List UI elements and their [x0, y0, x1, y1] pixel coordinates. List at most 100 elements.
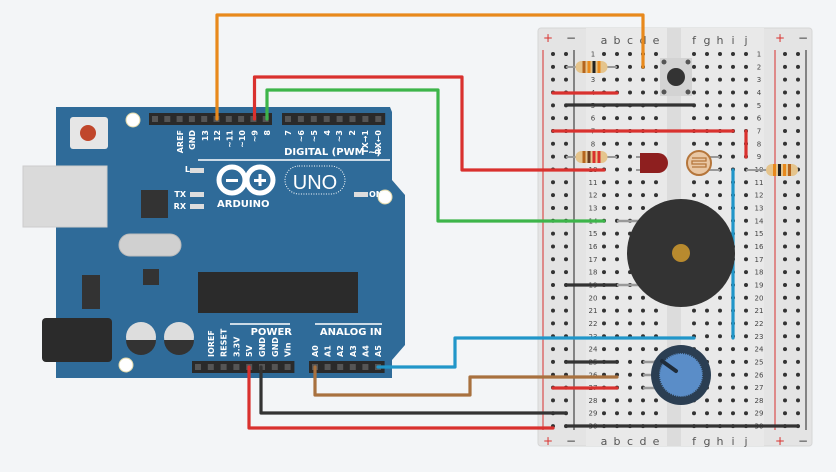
header-pin[interactable]: [362, 364, 369, 370]
hole[interactable]: [564, 141, 568, 146]
hole[interactable]: [744, 90, 748, 95]
hole[interactable]: [731, 385, 735, 390]
hole[interactable]: [783, 270, 787, 275]
hole[interactable]: [796, 270, 800, 275]
hole[interactable]: [783, 231, 787, 236]
hole[interactable]: [783, 334, 787, 339]
hole[interactable]: [641, 90, 645, 95]
hole[interactable]: [628, 372, 632, 377]
hole[interactable]: [705, 180, 709, 185]
hole[interactable]: [718, 308, 722, 313]
hole[interactable]: [628, 116, 632, 121]
hole[interactable]: [705, 103, 709, 108]
hole[interactable]: [628, 295, 632, 300]
hole[interactable]: [783, 282, 787, 287]
wire-pin12[interactable]: [215, 13, 645, 121]
hole[interactable]: [564, 257, 568, 262]
hole[interactable]: [705, 64, 709, 69]
hole[interactable]: [783, 193, 787, 198]
hole[interactable]: [551, 231, 555, 236]
hole[interactable]: [551, 141, 555, 146]
hole[interactable]: [654, 141, 658, 146]
header-pin[interactable]: [310, 116, 317, 122]
header-pin[interactable]: [336, 116, 343, 122]
reset-button-cap[interactable]: [80, 125, 96, 141]
hole[interactable]: [783, 257, 787, 262]
hole[interactable]: [705, 116, 709, 121]
hole[interactable]: [628, 205, 632, 210]
hole[interactable]: [564, 347, 568, 352]
resistor-10k[interactable]: [566, 61, 617, 73]
header-pin[interactable]: [220, 364, 227, 370]
pin-headers[interactable]: [149, 113, 386, 373]
hole[interactable]: [692, 180, 696, 185]
hole[interactable]: [796, 308, 800, 313]
hole[interactable]: [731, 154, 735, 159]
hole[interactable]: [796, 334, 800, 339]
hole[interactable]: [744, 218, 748, 223]
hole[interactable]: [718, 347, 722, 352]
hole[interactable]: [602, 295, 606, 300]
hole[interactable]: [796, 244, 800, 249]
hole[interactable]: [628, 308, 632, 313]
pushbutton[interactable]: [660, 58, 692, 96]
hole[interactable]: [783, 398, 787, 403]
hole[interactable]: [551, 193, 555, 198]
hole[interactable]: [551, 64, 555, 69]
hole[interactable]: [564, 52, 568, 56]
wire-a5[interactable]: [376, 336, 696, 369]
hole[interactable]: [783, 347, 787, 352]
header-pin[interactable]: [297, 116, 304, 122]
hole[interactable]: [783, 244, 787, 249]
hole[interactable]: [628, 52, 632, 56]
hole[interactable]: [796, 398, 800, 403]
hole[interactable]: [602, 308, 606, 313]
header-pin[interactable]: [349, 364, 356, 370]
hole[interactable]: [564, 308, 568, 313]
hole[interactable]: [628, 398, 632, 403]
hole[interactable]: [615, 116, 619, 121]
hole[interactable]: [654, 180, 658, 185]
hole[interactable]: [744, 321, 748, 326]
hole[interactable]: [744, 116, 748, 121]
hole[interactable]: [718, 103, 722, 108]
hole[interactable]: [718, 90, 722, 95]
hole[interactable]: [602, 270, 606, 275]
hole[interactable]: [551, 347, 555, 352]
header-pin[interactable]: [233, 364, 240, 370]
hole[interactable]: [551, 308, 555, 313]
hole[interactable]: [615, 270, 619, 275]
hole[interactable]: [796, 282, 800, 287]
hole[interactable]: [564, 77, 568, 82]
hole[interactable]: [783, 372, 787, 377]
hole[interactable]: [615, 167, 619, 172]
wire-5v[interactable]: [247, 365, 555, 430]
hole[interactable]: [796, 295, 800, 300]
hole[interactable]: [731, 103, 735, 108]
hole[interactable]: [796, 180, 800, 185]
piezo-buzzer[interactable]: [617, 199, 735, 307]
hole[interactable]: [744, 398, 748, 403]
hole[interactable]: [551, 52, 555, 56]
hole[interactable]: [654, 193, 658, 198]
hole[interactable]: [628, 347, 632, 352]
hole[interactable]: [615, 411, 619, 416]
hole[interactable]: [718, 64, 722, 69]
header-pin[interactable]: [324, 364, 331, 370]
hole[interactable]: [783, 90, 787, 95]
header-pin[interactable]: [285, 116, 291, 122]
hole[interactable]: [615, 205, 619, 210]
arduino-uno[interactable]: ARDUINO UNO DIGITAL (PWM ~) POWER ANALOG…: [22, 107, 405, 378]
hole[interactable]: [731, 398, 735, 403]
hole[interactable]: [602, 52, 606, 56]
hole[interactable]: [551, 244, 555, 249]
header-pin[interactable]: [201, 116, 208, 122]
hole[interactable]: [641, 205, 645, 210]
photoresistor[interactable]: [686, 150, 720, 176]
wire-a0[interactable]: [313, 365, 619, 397]
hole[interactable]: [602, 411, 606, 416]
hole[interactable]: [564, 180, 568, 185]
hole[interactable]: [744, 257, 748, 262]
hole[interactable]: [602, 398, 606, 403]
